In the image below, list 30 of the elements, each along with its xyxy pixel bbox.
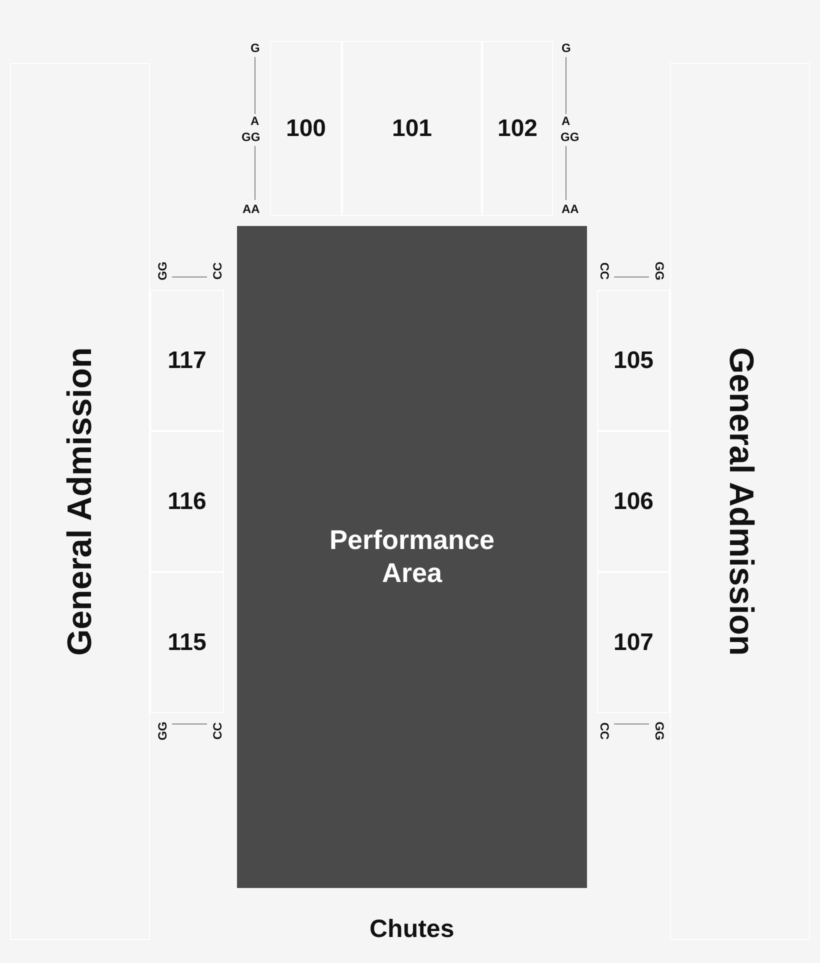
section-number: 107 <box>613 628 654 656</box>
row-marker: GG <box>156 722 168 740</box>
section-number: 116 <box>168 488 206 516</box>
row-marker: AA <box>242 203 260 215</box>
row-marker: GG <box>242 131 260 143</box>
row-marker: CC <box>598 262 610 280</box>
section-number: 100 <box>286 114 326 142</box>
section-number: 105 <box>613 346 654 374</box>
row-marker: GG <box>156 262 168 280</box>
row-marker: CC <box>211 722 224 740</box>
row-marker: G <box>562 42 571 54</box>
section-number: 115 <box>168 628 206 656</box>
row-marker: G <box>250 42 260 54</box>
area-label: Performance Area <box>328 524 496 590</box>
area-label: General Admission <box>720 347 760 656</box>
row-marker: CC <box>211 262 224 280</box>
area-label: General Admission <box>60 347 100 656</box>
row-marker: CC <box>598 722 610 740</box>
section-number: 102 <box>497 114 538 142</box>
performance-area <box>237 226 587 888</box>
area-label: Chutes <box>370 916 454 942</box>
row-marker: GG <box>560 131 580 143</box>
row-marker: A <box>250 115 260 127</box>
section-number: 101 <box>392 114 432 142</box>
row-marker: A <box>562 115 570 127</box>
row-marker: AA <box>562 203 579 215</box>
row-marker: GG <box>652 722 665 740</box>
section-number: 106 <box>613 488 654 516</box>
row-marker: GG <box>652 262 665 280</box>
section-number: 117 <box>168 346 206 374</box>
